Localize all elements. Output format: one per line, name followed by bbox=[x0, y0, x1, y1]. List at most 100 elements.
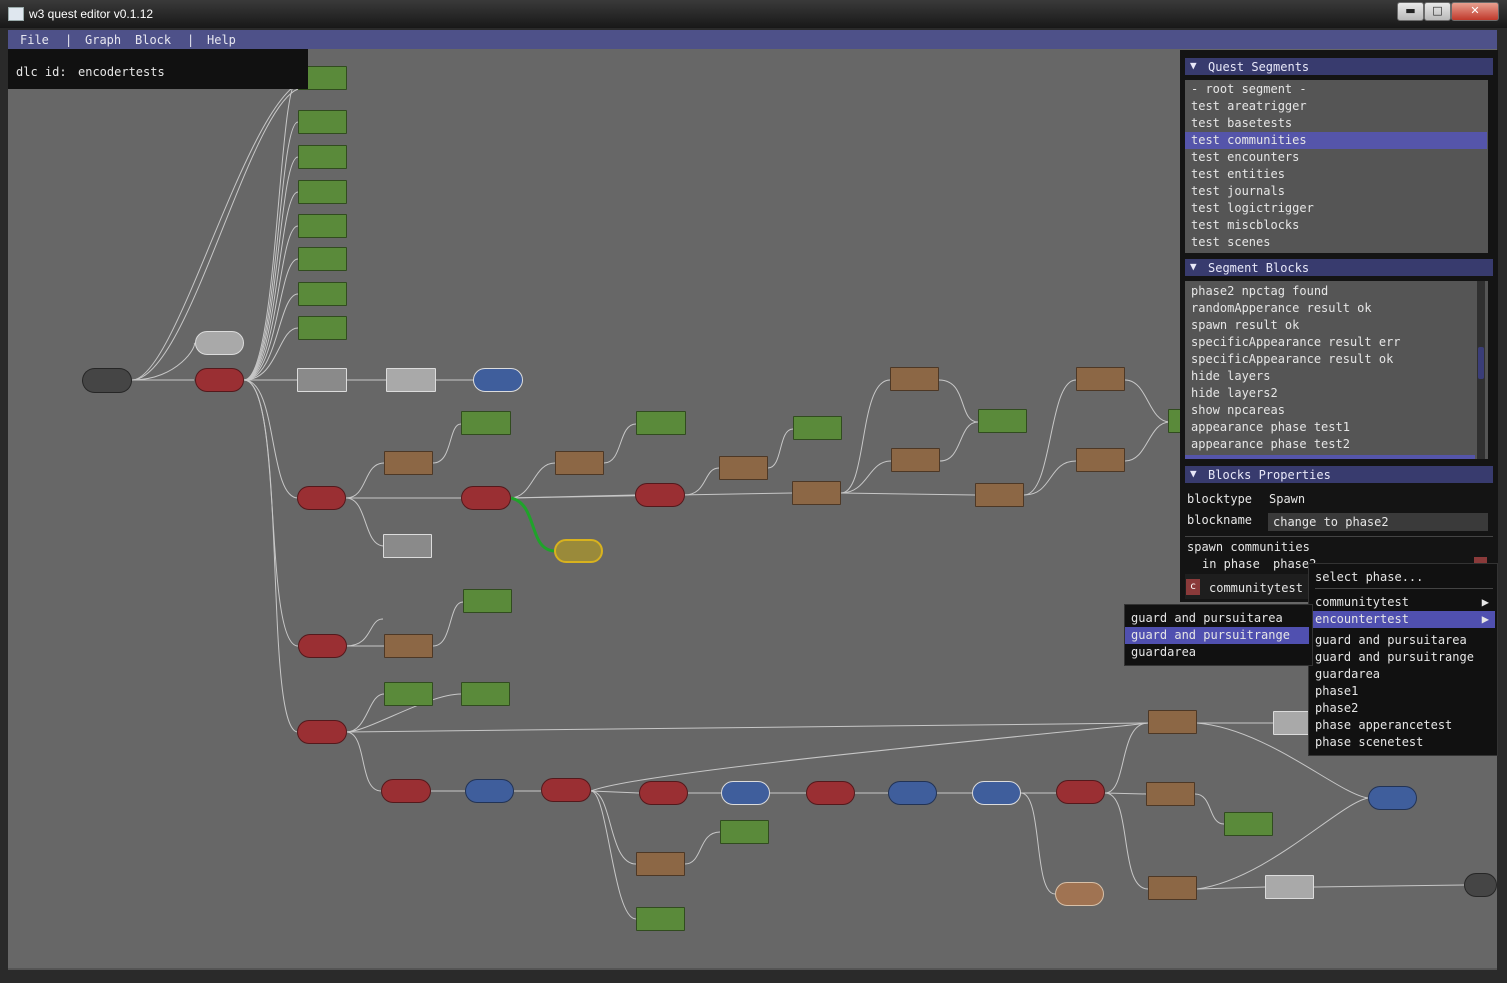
list-item[interactable]: test entities bbox=[1191, 167, 1285, 181]
list-item[interactable]: hide layers2 bbox=[1191, 386, 1278, 400]
list-item-selected[interactable]: test communities bbox=[1185, 132, 1487, 149]
menu-item-encountertest[interactable]: encountertest ▶ bbox=[1309, 611, 1495, 628]
list-item[interactable]: specificAppearance result err bbox=[1191, 335, 1401, 349]
menu-item-communitytest[interactable]: communitytest ▶ bbox=[1309, 594, 1495, 611]
graph-node[interactable] bbox=[806, 781, 855, 805]
quest-segments-list[interactable]: - root segment - test areatrigger test b… bbox=[1185, 80, 1488, 253]
graph-node[interactable] bbox=[719, 456, 768, 480]
list-item[interactable]: test journals bbox=[1191, 184, 1285, 198]
graph-node[interactable] bbox=[195, 331, 244, 355]
quest-segments-header[interactable]: ▼ Quest Segments bbox=[1185, 58, 1493, 75]
graph-node[interactable] bbox=[555, 451, 604, 475]
menu-graph[interactable]: Graph bbox=[85, 33, 122, 47]
list-item[interactable]: specificAppearance result ok bbox=[1191, 352, 1394, 366]
graph-node[interactable] bbox=[461, 411, 511, 435]
community-icon[interactable]: c bbox=[1186, 579, 1200, 595]
graph-node[interactable] bbox=[1265, 875, 1314, 899]
graph-node[interactable] bbox=[461, 486, 511, 510]
menu-item[interactable]: phase scenetest bbox=[1315, 735, 1424, 749]
menu-block[interactable]: Block bbox=[135, 33, 172, 47]
graph-node[interactable] bbox=[298, 634, 347, 658]
graph-node[interactable] bbox=[1055, 882, 1104, 906]
graph-node[interactable] bbox=[978, 409, 1027, 433]
graph-node[interactable] bbox=[1146, 782, 1195, 806]
list-item[interactable]: show npcareas bbox=[1191, 403, 1285, 417]
graph-node[interactable] bbox=[298, 282, 347, 306]
list-item[interactable]: test logictrigger bbox=[1191, 201, 1314, 215]
submenu-item-highlighted[interactable]: guard and pursuitrange bbox=[1125, 627, 1309, 644]
minimize-button[interactable]: ▬ bbox=[1397, 2, 1424, 21]
submenu-item[interactable]: guardarea bbox=[1131, 645, 1197, 659]
menu-item[interactable]: guard and pursuitrange bbox=[1315, 650, 1474, 664]
graph-node[interactable] bbox=[381, 779, 431, 803]
graph-node[interactable] bbox=[297, 368, 347, 392]
list-item[interactable]: spawn result ok bbox=[1191, 318, 1300, 332]
menu-help[interactable]: Help bbox=[207, 33, 236, 47]
start-node[interactable] bbox=[82, 368, 132, 393]
graph-node[interactable] bbox=[465, 779, 514, 803]
list-item[interactable]: test basetests bbox=[1191, 116, 1293, 130]
list-item[interactable]: appearance phase test2 bbox=[1191, 437, 1350, 451]
graph-node[interactable] bbox=[793, 416, 842, 440]
graph-node[interactable] bbox=[1076, 448, 1125, 472]
title-bar[interactable]: w3 quest editor v0.1.12 ▬ □ ✕ bbox=[0, 0, 1507, 28]
graph-node[interactable] bbox=[297, 486, 346, 510]
blocks-properties-header[interactable]: ▼ Blocks Properties bbox=[1185, 466, 1493, 483]
menu-item[interactable]: phase apperancetest bbox=[1315, 718, 1453, 732]
list-item[interactable]: randomApperance result ok bbox=[1191, 301, 1372, 315]
menu-file[interactable]: File bbox=[20, 33, 49, 47]
graph-node[interactable] bbox=[298, 214, 347, 238]
graph-node[interactable] bbox=[384, 682, 433, 706]
maximize-button[interactable]: □ bbox=[1424, 2, 1451, 21]
phase-value[interactable]: phase2 bbox=[1273, 557, 1317, 571]
graph-node[interactable] bbox=[1076, 367, 1125, 391]
close-button[interactable]: ✕ bbox=[1451, 2, 1499, 21]
graph-node[interactable] bbox=[636, 907, 685, 931]
graph-node[interactable] bbox=[720, 820, 769, 844]
graph-node[interactable] bbox=[384, 451, 433, 475]
selected-node[interactable] bbox=[554, 539, 603, 563]
graph-node[interactable] bbox=[1148, 710, 1197, 734]
menu-item[interactable]: phase1 bbox=[1315, 684, 1359, 698]
list-item[interactable]: test encounters bbox=[1191, 150, 1300, 164]
list-item[interactable]: phase2 npctag found bbox=[1191, 284, 1329, 298]
graph-node[interactable] bbox=[890, 367, 939, 391]
list-item[interactable]: - root segment - bbox=[1191, 82, 1307, 96]
graph-node[interactable] bbox=[635, 483, 685, 507]
list-item-selected-partial[interactable] bbox=[1185, 455, 1475, 459]
menu-item[interactable]: guardarea bbox=[1315, 667, 1381, 681]
segment-blocks-list[interactable]: phase2 npctag found randomApperance resu… bbox=[1185, 281, 1488, 459]
graph-node[interactable] bbox=[298, 316, 347, 340]
menu-item[interactable]: guard and pursuitarea bbox=[1315, 633, 1467, 647]
list-item[interactable]: appearance phase test1 bbox=[1191, 420, 1350, 434]
blockname-input[interactable]: change to phase2 bbox=[1268, 513, 1488, 531]
graph-node[interactable] bbox=[473, 368, 523, 392]
graph-node[interactable] bbox=[636, 411, 686, 435]
graph-node[interactable] bbox=[972, 781, 1021, 805]
list-item[interactable]: hide layers bbox=[1191, 369, 1271, 383]
graph-node[interactable] bbox=[463, 589, 512, 613]
submenu-item[interactable]: guard and pursuitarea bbox=[1131, 611, 1283, 625]
graph-node[interactable] bbox=[975, 483, 1024, 507]
graph-node[interactable] bbox=[384, 634, 433, 658]
graph-node[interactable] bbox=[891, 448, 940, 472]
graph-node[interactable] bbox=[461, 682, 510, 706]
graph-node[interactable] bbox=[1273, 711, 1313, 735]
segment-blocks-header[interactable]: ▼ Segment Blocks bbox=[1185, 259, 1493, 276]
graph-node[interactable] bbox=[639, 781, 688, 805]
graph-node[interactable] bbox=[636, 852, 685, 876]
graph-node[interactable] bbox=[1368, 786, 1417, 810]
graph-node[interactable] bbox=[298, 145, 347, 169]
segment-blocks-scrollbar[interactable] bbox=[1477, 281, 1485, 459]
graph-node[interactable] bbox=[721, 781, 770, 805]
list-item[interactable]: test miscblocks bbox=[1191, 218, 1300, 232]
graph-node[interactable] bbox=[383, 534, 432, 558]
graph-node[interactable] bbox=[541, 778, 591, 802]
graph-node[interactable] bbox=[1056, 780, 1105, 804]
graph-node[interactable] bbox=[298, 180, 347, 204]
graph-node[interactable] bbox=[386, 368, 436, 392]
community-row[interactable] bbox=[1185, 574, 1315, 599]
graph-node[interactable] bbox=[195, 368, 244, 392]
graph-node[interactable] bbox=[792, 481, 841, 505]
graph-node[interactable] bbox=[888, 781, 937, 805]
